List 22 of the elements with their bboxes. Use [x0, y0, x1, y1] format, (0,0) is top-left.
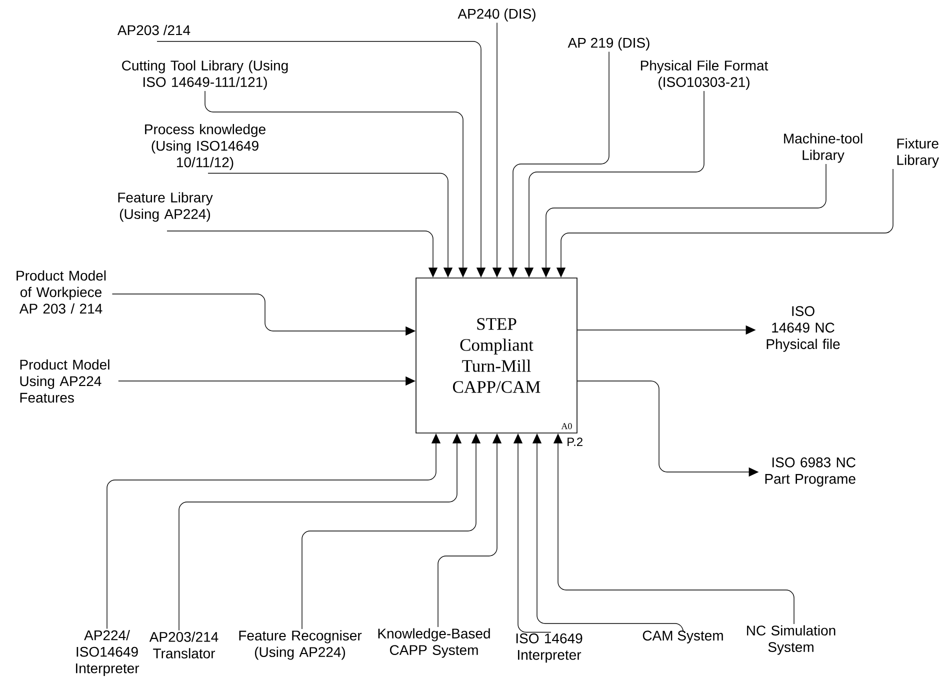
text-label: ISO 6983 NC Part Programe — [765, 457, 856, 487]
text-label: NC Simulation System — [747, 625, 836, 655]
text-label: Feature Recogniser (Using AP224) — [239, 630, 362, 660]
text-label: Knowledge-Based CAPP System — [378, 628, 490, 658]
page-reference: P.2 — [568, 438, 582, 446]
text-label: AP203 /214 — [117, 24, 190, 36]
node-number: A0 — [561, 423, 572, 430]
text-label: ISO 14649 NC Physical file — [766, 306, 840, 352]
text-label: AP 219 (DIS) — [568, 37, 650, 51]
text-label: Physical File Format (ISO10303-21) — [640, 60, 768, 90]
text-label: Cutting Tool Library (Using ISO 14649-111/121) — [122, 60, 288, 90]
text-label: Process knowledge (Using ISO14649 10/11/12) — [145, 124, 266, 170]
text-label: AP240 (DIS) — [458, 8, 536, 22]
text-label: AP224/ ISO14649 Interpreter — [76, 630, 140, 676]
text-label: Machine-tool Library — [784, 133, 862, 163]
text-label: AP203/214 Translator — [149, 632, 218, 658]
text-label: Fixture Library — [897, 138, 939, 168]
text-label: Product Model Using AP224 Features — [20, 359, 110, 403]
text-label: Feature Library (Using AP224) — [118, 192, 213, 222]
text-label: CAM System — [642, 630, 723, 644]
text-label: Product Model of Workpiece AP 203 / 214 — [16, 270, 106, 314]
text-label: ISO 14649 Interpreter — [516, 633, 582, 663]
